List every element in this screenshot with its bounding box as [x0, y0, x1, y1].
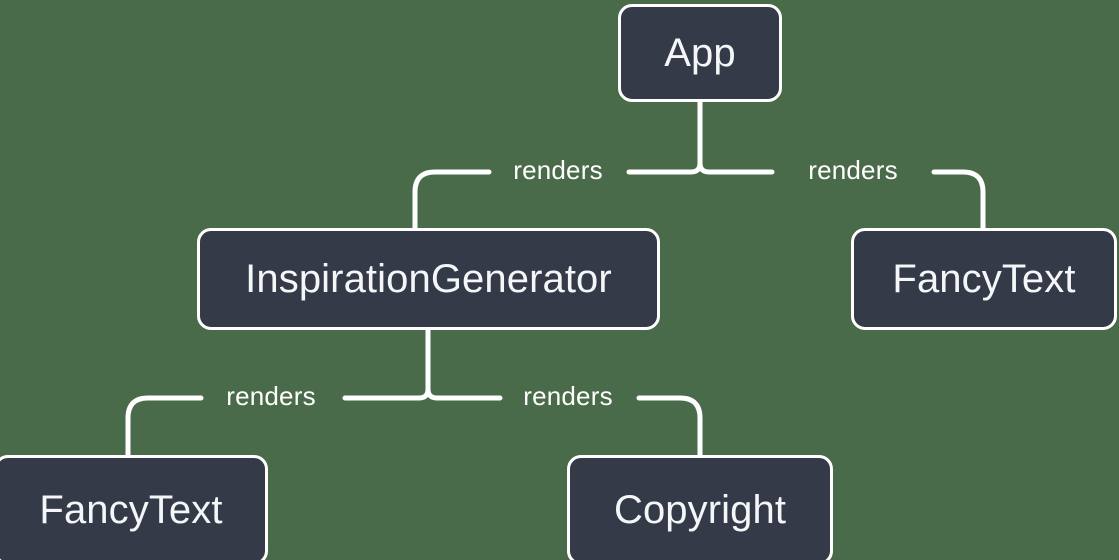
- edge-app-to-fancy-h: [931, 169, 986, 231]
- edge-inspgen-junction-left: [342, 386, 431, 401]
- edge-inspgen-to-copyright-h: [636, 395, 703, 458]
- edge-app-junction-right: [697, 160, 775, 175]
- node-fancy-text-right-label: FancyText: [892, 257, 1076, 301]
- node-fancy-text-left[interactable]: FancyText: [0, 455, 268, 560]
- node-inspiration-generator[interactable]: InspirationGenerator: [197, 228, 660, 330]
- edge-label-app-to-inspiration-generator: renders: [513, 155, 603, 185]
- edge-inspgen-to-fancy-h: [125, 395, 204, 458]
- edge-app-to-inspgen-h: [412, 169, 492, 231]
- node-fancy-text-right[interactable]: FancyText: [851, 228, 1117, 330]
- edge-label-app-to-fancy-text: renders: [808, 155, 898, 185]
- edge-app-junction-left: [626, 160, 703, 175]
- edge-label-inspiration-generator-to-copyright: renders: [523, 381, 613, 411]
- edge-label-inspiration-generator-to-fancy-text: renders: [226, 381, 316, 411]
- node-inspiration-generator-label: InspirationGenerator: [245, 257, 612, 301]
- node-copyright[interactable]: Copyright: [567, 455, 833, 560]
- node-fancy-text-left-label: FancyText: [39, 488, 223, 532]
- node-app[interactable]: App: [618, 4, 782, 102]
- edge-inspgen-junction-right: [425, 386, 503, 401]
- node-copyright-label: Copyright: [613, 488, 787, 532]
- node-app-label: App: [664, 31, 736, 75]
